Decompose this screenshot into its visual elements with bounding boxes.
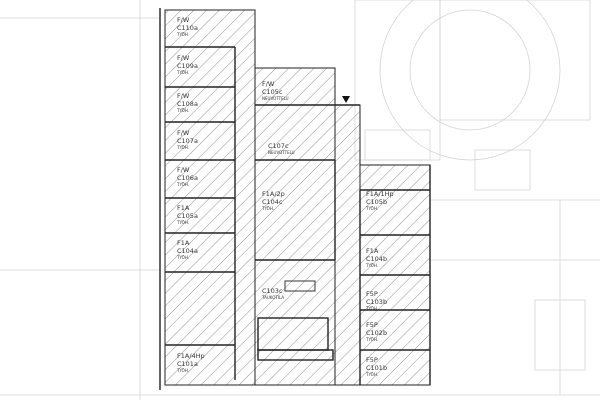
- room-use: NEUVOTTELU: [268, 150, 295, 155]
- room-use: TYÖH.: [365, 306, 378, 311]
- room-type: F1A/4Hp: [177, 352, 205, 360]
- room-type: F1A/2p: [262, 190, 285, 198]
- room-id: C105a: [177, 212, 198, 220]
- room-use: TYÖH.: [176, 220, 189, 225]
- room-use: TYÖH.: [365, 337, 378, 342]
- room-use: TYÖH.: [365, 372, 378, 377]
- room-id: C107a: [177, 137, 198, 145]
- room-id: C105b: [366, 198, 387, 206]
- room-id: C105c: [262, 88, 283, 96]
- room-id: C104a: [177, 247, 198, 255]
- room-use: TYÖH.: [176, 368, 189, 373]
- room-use: TYÖH.: [261, 206, 274, 211]
- room-walls: [159, 8, 431, 390]
- room-type: F1A: [177, 239, 190, 247]
- room-use: TYÖH.: [176, 108, 189, 113]
- room-type: F1A: [177, 204, 190, 212]
- room-type: F5P: [366, 356, 378, 364]
- room-type: F5P: [366, 321, 378, 329]
- room-type: F1A: [366, 247, 379, 255]
- room-id: C101b: [366, 364, 387, 372]
- room-use: TYÖH.: [176, 182, 189, 187]
- room-id: C107c: [268, 142, 289, 150]
- room-type: F/W: [177, 129, 190, 137]
- room-type: F/W: [177, 16, 190, 24]
- room-id: C110a: [177, 24, 198, 32]
- room-use: TYÖH.: [365, 206, 378, 211]
- room-use: NEUVOTTELU: [262, 96, 289, 101]
- room-id: C104c: [262, 198, 283, 206]
- room-type: F5P: [366, 290, 378, 298]
- room-use: TYÖH.: [176, 70, 189, 75]
- room-use: TYÖH.: [176, 255, 189, 260]
- triangle-down-marker: [342, 96, 350, 103]
- room-use: TYÖH.: [176, 32, 189, 37]
- room-type: F/W: [177, 54, 190, 62]
- room-use: TYÖH.: [176, 145, 189, 150]
- room-id: C106a: [177, 174, 198, 182]
- room-id: C103c: [262, 287, 283, 295]
- room-id: C109a: [177, 62, 198, 70]
- room-type: F/W: [177, 166, 190, 174]
- room-id: C101a: [177, 360, 198, 368]
- room-id: C108a: [177, 100, 198, 108]
- room-id: C104b: [366, 255, 387, 263]
- room-type: F1A/1Hp: [366, 190, 394, 198]
- room-type: F/W: [262, 80, 275, 88]
- room-labels: F/WC110aTYÖH.F/WC109aTYÖH.F/WC108aTYÖH.F…: [176, 16, 394, 377]
- room-use: TAUKOTILA: [261, 295, 284, 300]
- room-id: C103b: [366, 298, 387, 306]
- room-use: TYÖH.: [365, 263, 378, 268]
- room-type: F/W: [177, 92, 190, 100]
- room-id: C102b: [366, 329, 387, 337]
